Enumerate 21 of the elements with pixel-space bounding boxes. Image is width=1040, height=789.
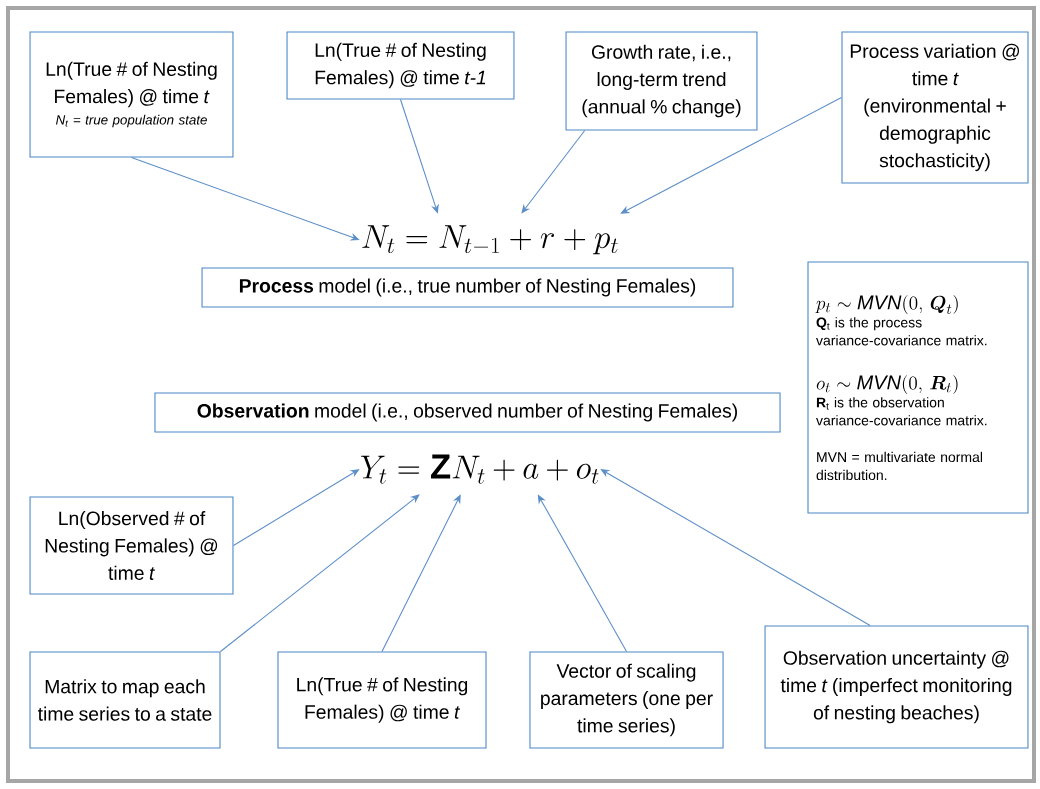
equation: $Y_t = \mathbf{Z} N_t + a + o_t$ <box>361 454 599 484</box>
arrow <box>521 130 586 214</box>
text-box: Ln(Observed # of Nesting Females) @ time t <box>29 496 234 595</box>
arrow <box>600 469 871 626</box>
text-box: Ln(True # of Nesting Females) @ time t-1 <box>286 31 515 100</box>
text-box: Process model (i.e., true number of Nesting Females) <box>201 267 734 308</box>
text-box: Process variation @ time t (environmental + demographic stochasticity) <box>841 31 1029 184</box>
arrow <box>232 469 360 547</box>
text-box: Ln(True # of Nesting Females) @ time t <box>277 651 487 749</box>
text-box: Vector of scaling parameters (one per time series) <box>529 651 724 749</box>
text-box: Observation model (i.e., observed number of Nesting Females) <box>154 392 781 433</box>
text-box: Matrix to map each time series to a state <box>29 651 221 749</box>
arrow <box>381 494 461 652</box>
arrow <box>620 96 842 214</box>
note-box: $p_t \sim \mathit{MVN}(0,\, \boldsymbol{Q}_t)$ Q$_{t}$ is the process variance-covariance matrix. $o_t \sim \mathit{MVN}(0,\, \boldsymbol{R}_t)$ R$_{t}$ is the observation variance-covariance matrix. MVN = multivariate normal distribution. <box>807 261 1029 514</box>
equation: $N_t = N_{t-1} + r + p_t$ <box>362 225 618 255</box>
arrow <box>537 494 628 652</box>
text-box: Growth rate, i.e., long-term trend (annual % change) <box>565 31 758 131</box>
text-box: Observation uncertainty @ time t (imperfect monitoring of nesting beaches) <box>764 625 1029 749</box>
text-box: Ln(True # of Nesting Females) @ time t N$_{t}$ = true population state <box>29 31 234 158</box>
arrow <box>220 494 420 652</box>
